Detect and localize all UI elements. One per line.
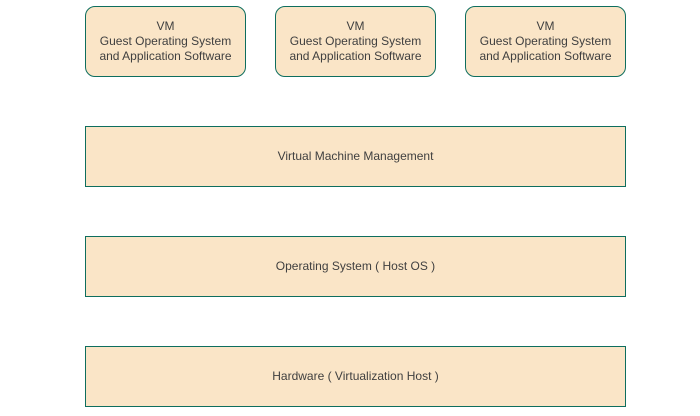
vm-line-2: and Application Software <box>479 49 612 63</box>
hardware-label: Hardware ( Virtualization Host ) <box>272 369 439 383</box>
vmm-label: Virtual Machine Management <box>277 149 434 163</box>
vm-line-2: and Application Software <box>99 49 232 63</box>
host-os-label: Operating System ( Host OS ) <box>275 259 436 273</box>
vm-line-2: and Application Software <box>289 49 422 63</box>
vm-box-2[interactable]: VM Guest Operating System and Applicatio… <box>275 6 436 77</box>
host-os-layer[interactable]: Operating System ( Host OS ) <box>85 236 626 297</box>
vm-title: VM <box>346 19 365 33</box>
vm-line-1: Guest Operating System <box>99 34 232 48</box>
vm-box-3[interactable]: VM Guest Operating System and Applicatio… <box>465 6 626 77</box>
vm-line-1: Guest Operating System <box>479 34 612 48</box>
vm-title: VM <box>156 19 175 33</box>
vmm-layer[interactable]: Virtual Machine Management <box>85 126 626 187</box>
vm-title: VM <box>536 19 555 33</box>
vm-box-1[interactable]: VM Guest Operating System and Applicatio… <box>85 6 246 77</box>
hardware-layer[interactable]: Hardware ( Virtualization Host ) <box>85 346 626 407</box>
vm-line-1: Guest Operating System <box>289 34 422 48</box>
